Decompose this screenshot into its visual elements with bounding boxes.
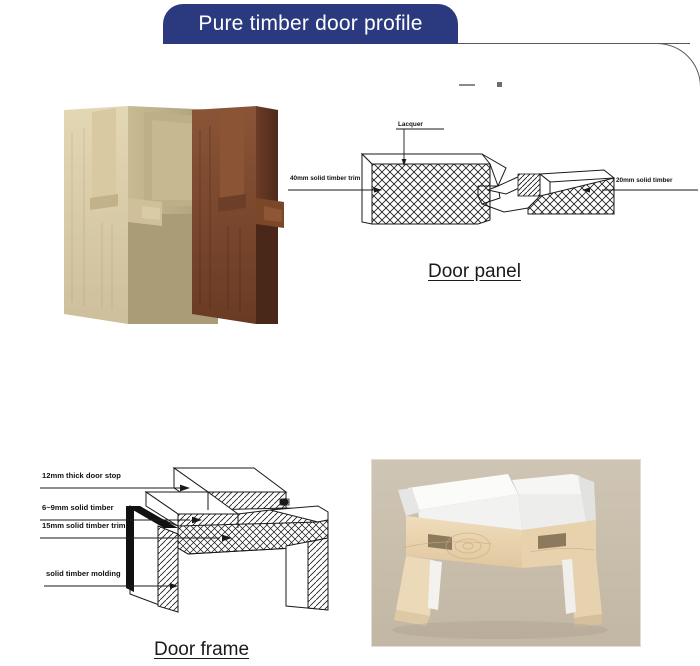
door-frame-caption: Door frame — [154, 639, 250, 660]
label-12mm-thick-door-stop: 12mm thick door stop — [40, 471, 190, 492]
label-12mm-text: 12mm thick door stop — [42, 471, 121, 480]
door-section-photos — [32, 102, 284, 328]
label-6-9mm-solid-timber: 6~9mm solid timber — [40, 503, 202, 524]
door-section-photo-svg — [64, 106, 284, 324]
page-title-banner: Pure timber door profile — [163, 4, 458, 44]
label-lacquer-text: Lacquer — [398, 121, 423, 128]
label-40mm-text: 40mm solid timber trim — [290, 175, 361, 182]
door-panel-caption: Door panel — [428, 261, 521, 282]
label-molding-text: solid timber molding — [46, 569, 121, 578]
label-40mm-solid-timber-trim: 40mm solid timber trim — [288, 175, 382, 193]
label-20mm-solid-timber: 20mm solid timber — [582, 177, 698, 193]
dark-walnut-door-section — [192, 106, 284, 324]
stray-mark-dot — [497, 82, 502, 87]
door-frame-diagram: 12mm thick door stop 6~9mm solid timber … — [22, 462, 362, 620]
stray-mark-line — [459, 84, 475, 86]
label-6-9mm-text: 6~9mm solid timber — [42, 503, 114, 512]
label-20mm-text: 20mm solid timber — [616, 177, 673, 184]
label-15mm-text: 15mm solid timber trim — [42, 521, 126, 530]
page-title: Pure timber door profile — [198, 12, 423, 35]
label-solid-timber-molding: solid timber molding — [44, 569, 178, 589]
white-frame-sample-svg — [372, 460, 640, 646]
header-divider-curve — [630, 43, 700, 90]
white-door-frame-sample-photo — [371, 459, 641, 647]
door-panel-diagram-svg: Lacquer 40mm solid timber trim 20mm soli… — [288, 121, 698, 225]
header-divider-line — [458, 43, 690, 44]
label-lacquer: Lacquer — [396, 121, 444, 166]
label-15mm-solid-timber-trim: 15mm solid timber trim — [40, 521, 232, 542]
door-frame-diagram-svg: 12mm thick door stop 6~9mm solid timber … — [40, 467, 329, 613]
door-panel-diagram: Lacquer 40mm solid timber trim 20mm soli… — [282, 112, 700, 232]
